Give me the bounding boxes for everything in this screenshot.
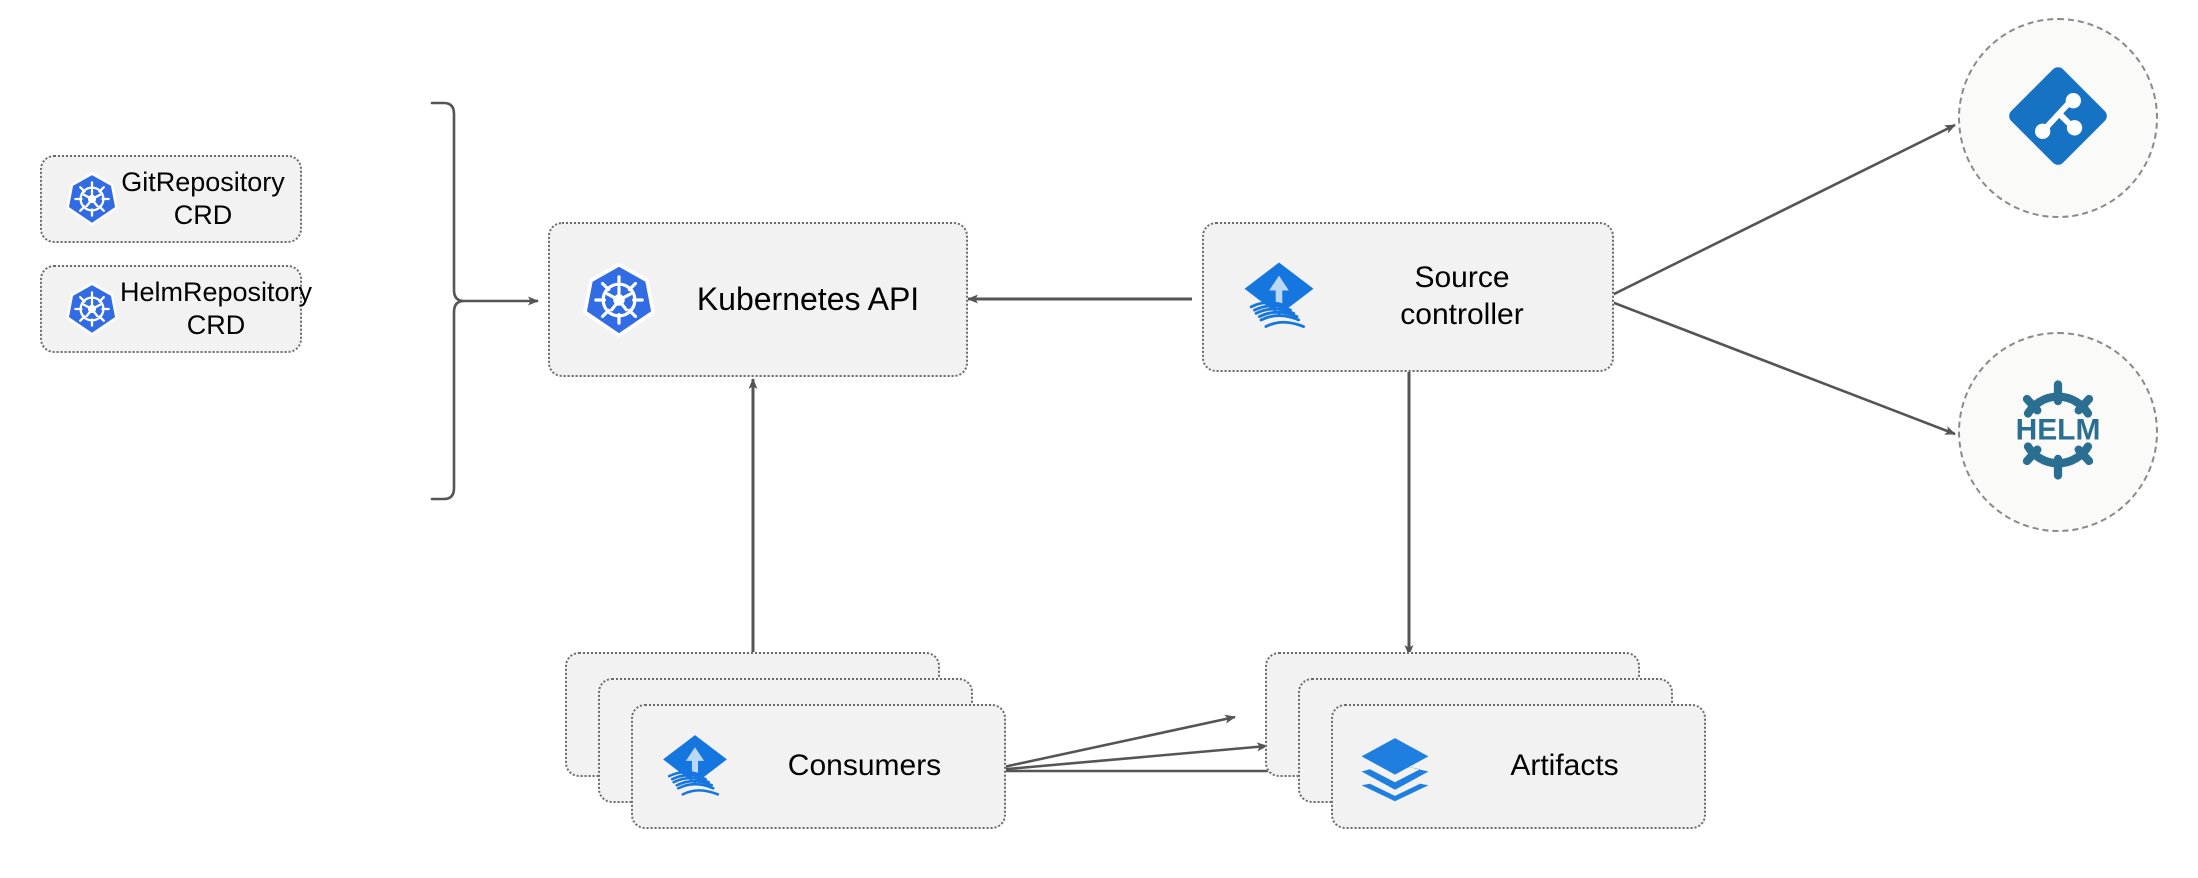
node-git-source[interactable] [1958, 18, 2158, 218]
node-label: Kubernetes API [696, 280, 920, 317]
layers-icon [1357, 729, 1433, 805]
node-git-repository-crd[interactable]: GitRepository CRD [40, 155, 302, 243]
node-label: GitRepository CRD [121, 167, 285, 230]
edge-consumers-to-artifacts-middle [984, 742, 1268, 773]
helm-icon: HELM [1996, 368, 2120, 497]
flux-icon [1238, 256, 1320, 338]
node-source-controller[interactable]: Source controller [1202, 222, 1614, 372]
node-label: Source controller [1400, 261, 1524, 331]
node-helm-source[interactable]: HELM [1958, 332, 2158, 532]
node-label: Artifacts [1510, 749, 1619, 783]
kubernetes-icon [64, 281, 120, 337]
node-consumers[interactable]: Consumers [631, 704, 1006, 829]
helm-wordmark: HELM [2016, 413, 2101, 446]
edge-source-controller-to-git [1603, 123, 1956, 301]
edge-consumers-to-artifacts-top [984, 714, 1236, 773]
edge-source-controller-to-helm [1603, 297, 1956, 436]
kubernetes-icon [64, 171, 120, 227]
node-label: Consumers [787, 749, 942, 783]
crd-group-bracket [430, 101, 465, 501]
flux-icon [657, 729, 733, 805]
node-artifacts[interactable]: Artifacts [1331, 704, 1706, 829]
kubernetes-icon [580, 261, 658, 339]
node-label: HelmRepository CRD [120, 277, 313, 340]
node-kubernetes-api[interactable]: Kubernetes API [548, 222, 968, 377]
node-helm-repository-crd[interactable]: HelmRepository CRD [40, 265, 312, 353]
git-icon [1999, 57, 2117, 180]
